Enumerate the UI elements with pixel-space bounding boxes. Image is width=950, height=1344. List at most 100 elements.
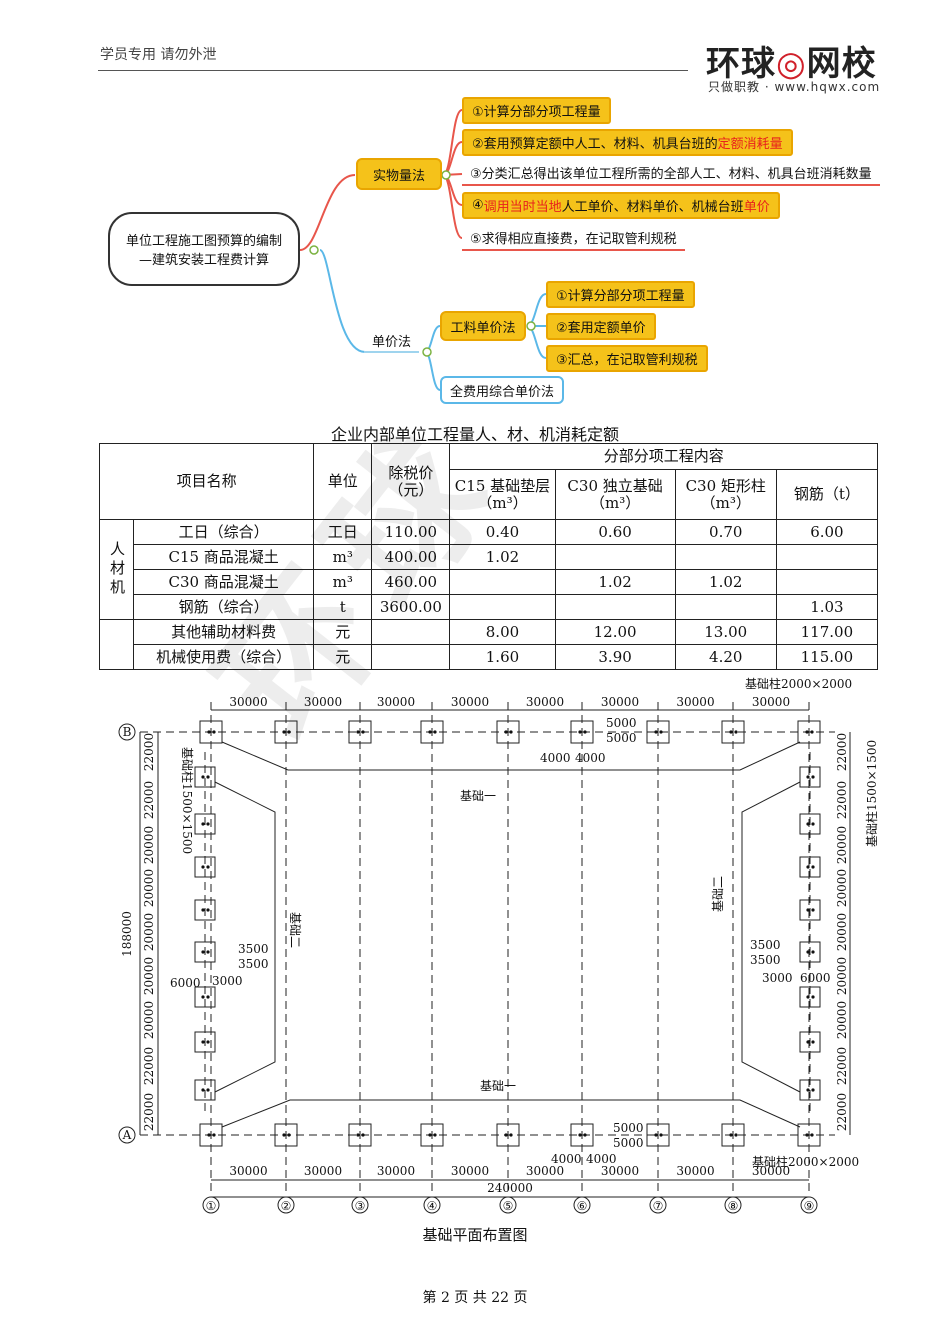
detail-4000: 4000 [540, 751, 571, 765]
column-dot [201, 1040, 205, 1044]
column-box [799, 856, 821, 878]
quota-table: 项目名称 单位 除税价（元） 分部分项工程内容 C15 基础垫层（m³） C30… [98, 443, 879, 670]
row-name: 其他辅助材料费 [133, 619, 315, 645]
dim-top-label: 30000 [676, 695, 714, 709]
row-value: 13.00 [674, 619, 777, 645]
header-col-c30-found: C30 独立基础（m³） [554, 469, 676, 520]
axis-bubble-b [118, 723, 136, 741]
foundation-two-left [214, 781, 276, 1093]
row-value [775, 544, 879, 570]
dim-top-label: 30000 [526, 695, 564, 709]
detail-4000: 4000 [586, 1152, 617, 1166]
label-foundation-two-right: 基础二 [711, 876, 725, 912]
dim-left-label: 20000 [142, 913, 156, 951]
column-dot [578, 1133, 582, 1137]
mindmap-root: 单位工程施工图预算的编制—建筑安装工程费计算 [108, 212, 300, 286]
column-box [799, 899, 821, 921]
dim-right-label: 22000 [835, 733, 849, 771]
column-dot [212, 1133, 216, 1137]
column-dot [206, 908, 210, 912]
column-dot [433, 730, 437, 734]
column-dot [201, 865, 205, 869]
detail-4000: 4000 [575, 751, 606, 765]
column-dot [206, 865, 210, 869]
column-dot [206, 950, 210, 954]
column-dot [729, 730, 733, 734]
table-title: 企业内部单位工程量人、材、机消耗定额 [330, 425, 619, 444]
detail-3500: 3500 [238, 957, 269, 971]
column-box [721, 720, 745, 744]
column-dot [810, 1133, 814, 1137]
column-dot [201, 950, 205, 954]
label-column-small-left: 基础柱1500×1500 [180, 747, 195, 854]
row-value: 1.02 [449, 544, 556, 570]
column-box [194, 1079, 216, 1101]
column-box [799, 1031, 821, 1053]
column-box [721, 1123, 745, 1147]
column-dot [806, 822, 810, 826]
detail-4000: 4000 [551, 1152, 582, 1166]
header-rule [98, 70, 688, 71]
column-dot [806, 1040, 810, 1044]
axis-bubble-a [118, 1126, 136, 1144]
row-price: 110.00 [371, 519, 451, 545]
mindmap-b2-item-2: ②套用定额单价 [546, 313, 656, 340]
detail-5000: 5000 [606, 731, 637, 745]
detail-5000: 5000 [613, 1121, 644, 1135]
column-dot [207, 730, 211, 734]
row-value: 3.90 [554, 644, 676, 670]
side-label: 人材机 [98, 519, 135, 620]
dim-left-label: 20000 [142, 957, 156, 995]
column-dot [201, 1088, 205, 1092]
column-dot [206, 1040, 210, 1044]
axis-number: ④ [427, 1199, 438, 1213]
column-dot [734, 730, 738, 734]
column-dot [806, 1088, 810, 1092]
column-dot [428, 1133, 432, 1137]
dim-left-label: 20000 [142, 826, 156, 864]
mindmap-branch-physical: 实物量法 [356, 158, 442, 190]
dim-left-label: 22000 [142, 1093, 156, 1131]
column-dot [806, 995, 810, 999]
column-dot [356, 1133, 360, 1137]
column-dot [811, 1088, 815, 1092]
axis-number: ⑨ [804, 1199, 815, 1213]
dim-right-label: 22000 [835, 781, 849, 819]
column-dot [207, 1133, 211, 1137]
column-box [646, 1123, 670, 1147]
header-price: 除税价（元） [371, 443, 451, 520]
dim-bottom-label: 30000 [601, 1164, 639, 1178]
dim-left-label: 22000 [142, 733, 156, 771]
detail-3500: 3500 [750, 953, 781, 967]
mindmap-b1-item-5: ⑤求得相应直接费，在记取管利规税 [462, 226, 685, 251]
column-dot [504, 730, 508, 734]
column-dot [206, 1088, 210, 1092]
column-box [799, 766, 821, 788]
row-name: C30 商品混凝土 [133, 569, 315, 595]
row-value [674, 544, 777, 570]
label-foundation-one-top: 基础一 [460, 789, 496, 803]
column-dot [356, 730, 360, 734]
row-value [554, 594, 676, 620]
row-price [371, 619, 451, 645]
mindmap-b1-item-1: ①计算分部分项工程量 [462, 97, 611, 124]
column-dot [282, 730, 286, 734]
axis-number: ⑥ [577, 1199, 588, 1213]
dim-bottom-label: 30000 [451, 1164, 489, 1178]
column-dot [806, 775, 810, 779]
row-value: 1.02 [554, 569, 676, 595]
row-value: 0.60 [554, 519, 676, 545]
axis-bubble [499, 1196, 517, 1214]
dim-left-label: 20000 [142, 869, 156, 907]
column-box [799, 986, 821, 1008]
column-dot [806, 950, 810, 954]
dim-bottom-label: 30000 [526, 1164, 564, 1178]
dim-top-label: 30000 [229, 695, 267, 709]
axis-bubble [202, 1196, 220, 1214]
column-dot [206, 822, 210, 826]
column-dot [583, 730, 587, 734]
dim-right-label: 20000 [835, 957, 849, 995]
axis-bubble [351, 1196, 369, 1214]
column-box [646, 720, 670, 744]
